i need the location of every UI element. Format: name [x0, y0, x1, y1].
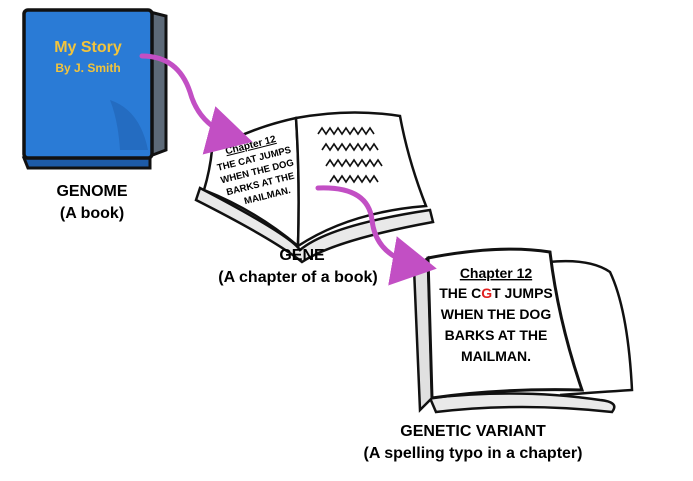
- gene-scribbles: [317, 126, 383, 184]
- variant-book: Chapter 12 THE CGT JUMPS WHEN THE DOG BA…: [412, 247, 634, 414]
- variant-main-page: [426, 247, 585, 400]
- gene-to-variant-arrow: [315, 185, 437, 286]
- genome-to-gene-arrow: [139, 53, 253, 155]
- variant-page-line-typo: THE CGT JUMPS: [439, 285, 553, 301]
- variant-sublabel: (A spelling typo in a chapter): [364, 445, 583, 462]
- genome-book: My Story By J. Smith: [21, 8, 168, 170]
- variant-page-heading: Chapter 12: [460, 265, 533, 281]
- variant-line1-before: THE C: [439, 285, 481, 301]
- variant-page-line: BARKS AT THE: [445, 327, 548, 343]
- gene-book: Chapter 12 THE CAT JUMPS WHEN THE DOG BA…: [194, 111, 435, 264]
- variant-page-line: WHEN THE DOG: [441, 306, 552, 322]
- variant-page-line: MAILMAN.: [461, 348, 531, 364]
- gene-label: GENE: [279, 247, 325, 264]
- genome-cover-shade: [110, 100, 148, 150]
- genome-book-cover: [22, 8, 154, 160]
- typo-letter: G: [481, 285, 492, 301]
- genome-cover-title: My Story: [54, 39, 122, 56]
- variant-line1-after: T JUMPS: [492, 285, 553, 301]
- genome-sublabel: (A book): [60, 205, 124, 222]
- gene-sublabel: (A chapter of a book): [218, 269, 377, 286]
- variant-book-base: [428, 392, 616, 414]
- variant-label: GENETIC VARIANT: [400, 423, 546, 440]
- genome-cover-author: By J. Smith: [55, 61, 120, 75]
- genome-label: GENOME: [56, 183, 127, 200]
